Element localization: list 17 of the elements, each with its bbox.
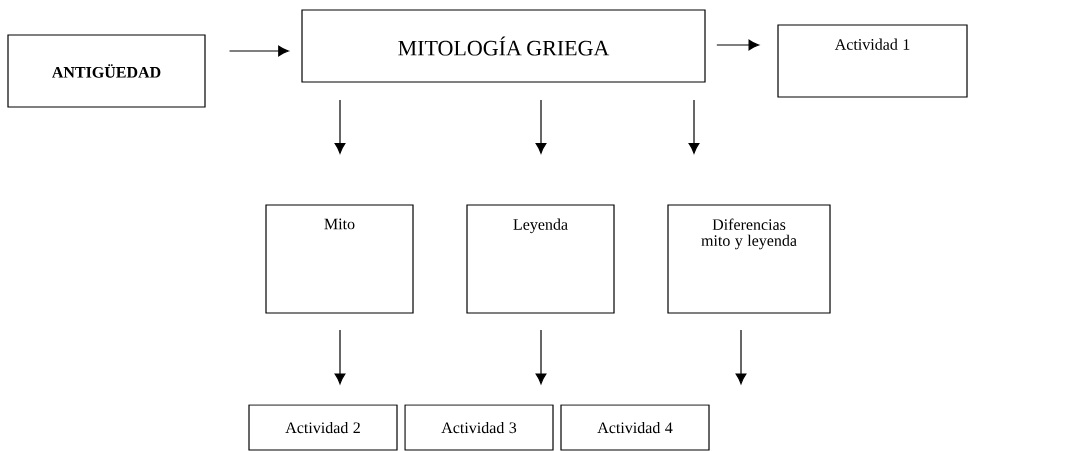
process-box: Leyenda [466, 204, 615, 314]
arrow [535, 329, 547, 385]
process-box: Actividad 1 [777, 24, 968, 98]
arrow [334, 99, 346, 154]
arrow [688, 99, 700, 154]
arrow [334, 329, 346, 385]
process-box: Actividad 2 [248, 404, 398, 451]
arrow [535, 99, 547, 154]
arrow [228, 45, 289, 57]
process-box: Actividad 3 [404, 404, 554, 451]
process-box: Mito [265, 204, 414, 314]
arrow [735, 329, 747, 385]
process-box: MITOLOGÍA GRIEGA [301, 9, 706, 83]
process-box: Actividad 4 [560, 404, 710, 451]
process-box: ANTIGÜEDAD [7, 34, 206, 108]
process-box: Diferencias mito y leyenda [667, 204, 831, 314]
arrow [716, 39, 760, 51]
